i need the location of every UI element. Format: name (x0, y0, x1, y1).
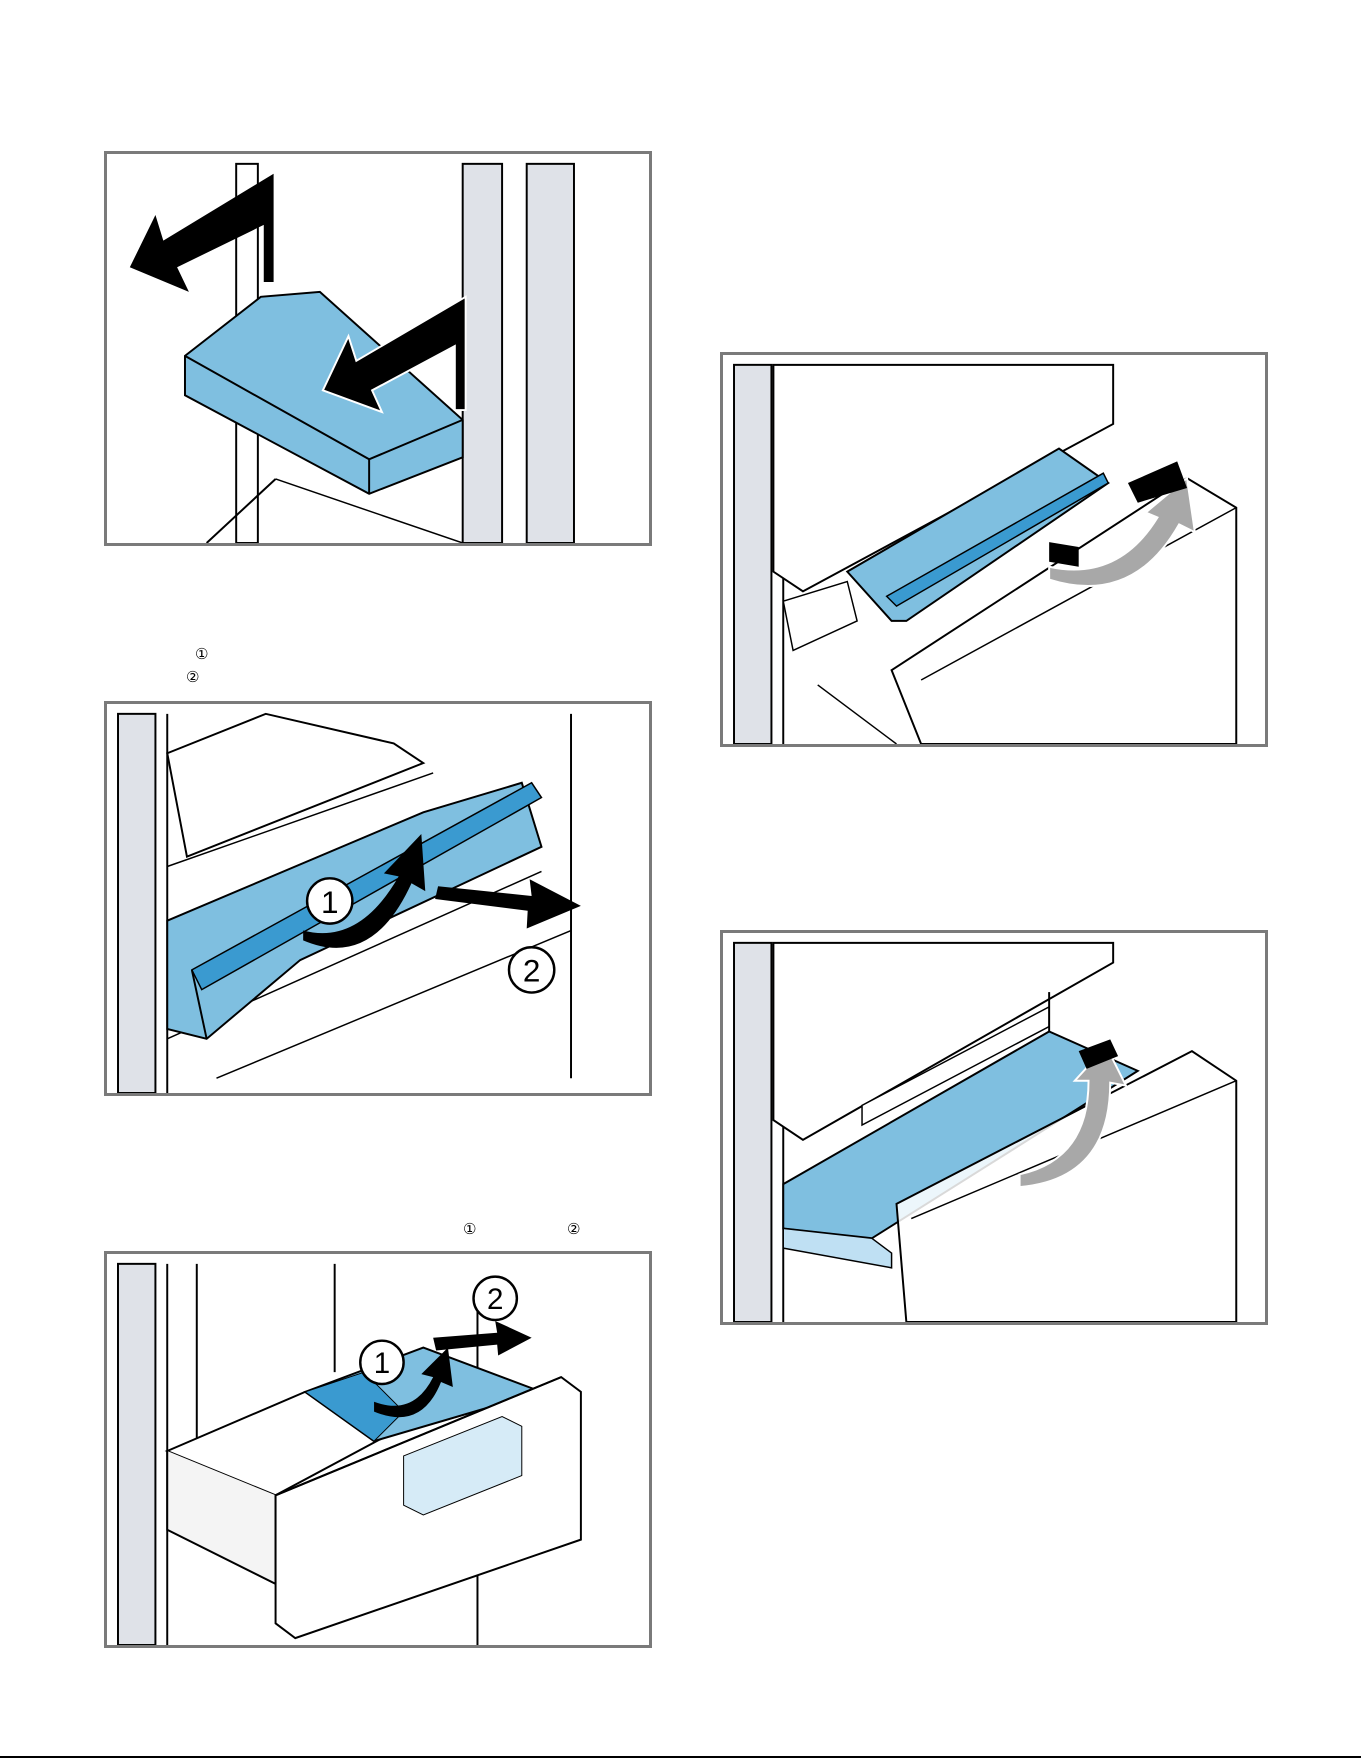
illustration-drawer-lift-pull: 1 2 (107, 704, 649, 1093)
step-marker-fig3-1: ① (463, 1222, 476, 1237)
callout-step-2: 2 (523, 953, 541, 989)
figure-freezer-lid-removal: 1 2 (104, 1251, 652, 1648)
step-marker-fig2-1: ① (195, 647, 208, 662)
figure-compartment-cover-tilt (720, 352, 1268, 747)
footer-rule (0, 1756, 1361, 1758)
illustration-freezer-lid: 1 2 (107, 1254, 649, 1645)
figure-bottom-cover-tilt (720, 930, 1268, 1325)
callout-step-2: 2 (487, 1283, 503, 1316)
illustration-door-shelf (107, 154, 649, 543)
step-marker-fig2-2: ② (186, 670, 199, 685)
figure-door-shelf-removal (104, 151, 652, 546)
arrow-tilt-icon (1049, 542, 1079, 567)
figure-drawer-lift-pull: 1 2 (104, 701, 652, 1096)
callout-step-1: 1 (374, 1347, 390, 1380)
step-marker-fig3-2: ② (567, 1222, 580, 1237)
illustration-cover-tilt (723, 355, 1265, 744)
callout-step-1: 1 (321, 884, 339, 920)
illustration-bottom-cover-tilt (723, 933, 1265, 1322)
